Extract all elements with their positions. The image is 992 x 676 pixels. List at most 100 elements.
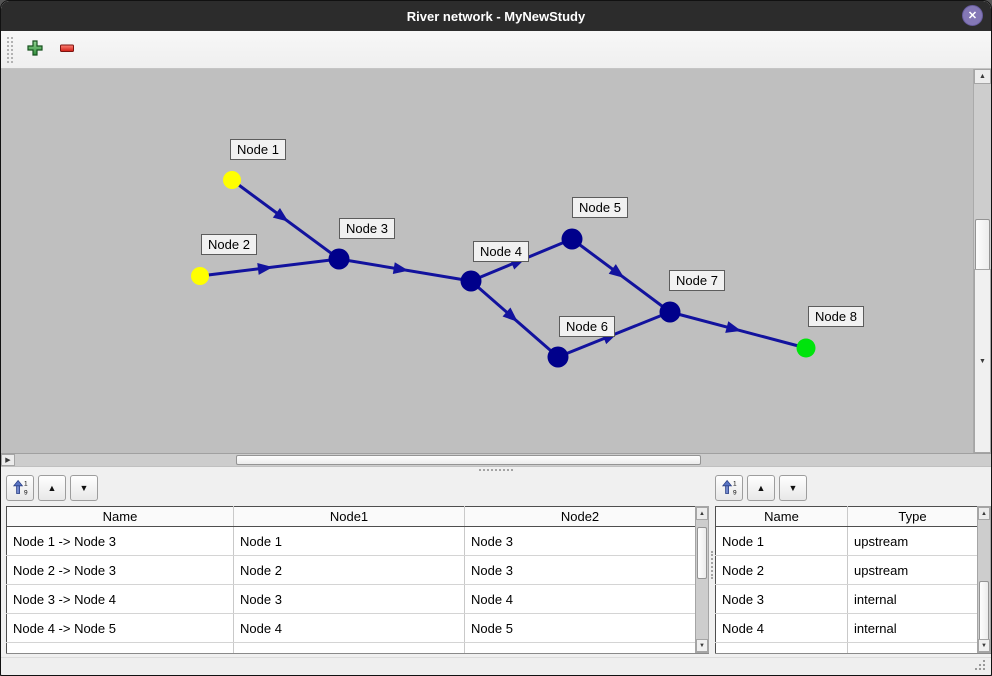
table-cell (715, 642, 848, 653)
nodes-table-scrollbar[interactable]: ▲ ▼ (977, 506, 991, 653)
scroll-right-icon[interactable]: ▶ (1, 454, 15, 466)
nodes-scroll-thumb[interactable] (979, 581, 989, 641)
graph-node[interactable] (561, 228, 583, 250)
scroll-down-icon[interactable]: ▼ (974, 269, 991, 453)
table-cell: upstream (847, 555, 978, 585)
svg-text:1: 1 (733, 480, 737, 487)
table-cell: Node 1 (233, 526, 465, 556)
table-cell (233, 642, 465, 653)
edge-arrow-icon (502, 307, 518, 322)
table-cell (6, 642, 234, 653)
table-cell: Node 5 (464, 613, 696, 643)
graph-node[interactable] (796, 338, 816, 358)
toolbar-drag-handle[interactable] (7, 36, 13, 63)
resize-grip[interactable] (975, 668, 977, 670)
node-label: Node 4 (473, 241, 529, 262)
graph-node[interactable] (460, 270, 482, 292)
table-cell: Node 4 (233, 613, 465, 643)
links-scroll-thumb[interactable] (697, 527, 707, 579)
main-toolbar (1, 31, 991, 69)
status-strip (1, 657, 991, 675)
vertical-splitter[interactable] (709, 473, 715, 657)
column-header[interactable]: Node1 (233, 506, 465, 527)
canvas-vertical-scrollbar[interactable]: ▲ ▼ (973, 69, 991, 453)
splitter-dots (711, 551, 713, 579)
table-cell: Node 2 -> Node 3 (6, 555, 234, 585)
links-table-scrollbar[interactable]: ▲ ▼ (695, 506, 709, 653)
nodes-sort-button[interactable]: 1 9 (715, 475, 743, 501)
scroll-down-icon[interactable]: ▼ (696, 639, 708, 652)
links-sort-button[interactable]: 1 9 (6, 475, 34, 501)
edge-arrow-icon (272, 207, 289, 222)
scroll-up-icon[interactable]: ▲ (978, 507, 990, 520)
links-move-up-button[interactable]: ▲ (38, 475, 66, 501)
table-cell: Node 1 -> Node 3 (6, 526, 234, 556)
graph-node[interactable] (191, 267, 209, 285)
up-triangle-icon: ▲ (756, 483, 766, 493)
graph-node[interactable] (659, 301, 681, 323)
svg-text:9: 9 (24, 489, 28, 496)
column-header[interactable]: Type (847, 506, 978, 527)
titlebar[interactable]: River network - MyNewStudy ✕ (1, 1, 991, 31)
table-cell: upstream (847, 526, 978, 556)
nodes-move-down-button[interactable]: ▼ (779, 475, 807, 501)
splitter-dots (479, 469, 513, 471)
links-move-down-button[interactable]: ▼ (70, 475, 98, 501)
column-header[interactable]: Name (715, 506, 848, 527)
table-cell: Node 3 -> Node 4 (6, 584, 234, 614)
table-cell: Node 3 (233, 584, 465, 614)
scroll-down-icon[interactable]: ▼ (978, 639, 990, 652)
canvas-hscroll-thumb[interactable] (236, 455, 701, 465)
table-row[interactable] (6, 642, 696, 653)
canvas-vscroll-thumb[interactable] (975, 219, 990, 275)
graph-node[interactable] (328, 248, 350, 270)
plus-icon (26, 39, 44, 60)
add-node-button[interactable] (23, 38, 47, 62)
node-label: Node 3 (339, 218, 395, 239)
sort-ascending-icon: 1 9 (12, 479, 29, 498)
graph-node[interactable] (223, 171, 241, 189)
svg-text:9: 9 (733, 489, 737, 496)
nodes-move-up-button[interactable]: ▲ (747, 475, 775, 501)
edge-arrow-icon (257, 262, 273, 275)
table-cell (464, 642, 696, 653)
table-cell: internal (847, 584, 978, 614)
horizontal-splitter[interactable] (1, 467, 991, 473)
down-triangle-icon: ▼ (788, 483, 798, 493)
nodes-toolbar: 1 9 ▲ ▼ (715, 473, 991, 503)
up-triangle-icon: ▲ (47, 483, 57, 493)
table-cell (847, 642, 978, 653)
column-header[interactable]: Name (6, 506, 234, 527)
column-header[interactable]: Node2 (464, 506, 696, 527)
table-cell: Node 2 (715, 555, 848, 585)
node-label: Node 6 (559, 316, 615, 337)
edge-arrow-icon (725, 321, 742, 333)
canvas-horizontal-scrollbar[interactable]: ◀ ▶ (1, 453, 991, 467)
remove-node-button[interactable] (55, 38, 79, 62)
graph-node[interactable] (547, 346, 569, 368)
node-label: Node 5 (572, 197, 628, 218)
scroll-up-icon[interactable]: ▲ (974, 69, 991, 84)
table-cell: Node 2 (233, 555, 465, 585)
node-label: Node 2 (201, 234, 257, 255)
scroll-up-icon[interactable]: ▲ (696, 507, 708, 520)
node-label: Node 7 (669, 270, 725, 291)
edge-arrow-icon (392, 262, 409, 275)
table-row[interactable] (715, 642, 978, 653)
close-icon: ✕ (967, 10, 978, 22)
close-button[interactable]: ✕ (962, 5, 983, 26)
